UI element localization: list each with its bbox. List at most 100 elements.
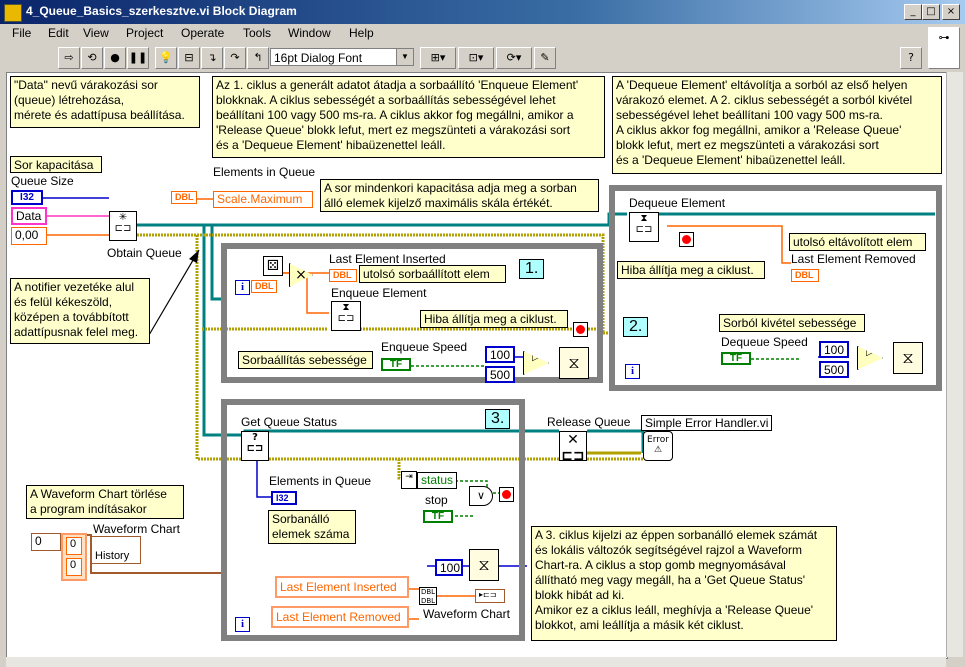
notifier-note: A notifier vezetéke alul és felül kékesz… — [10, 278, 150, 344]
dequeue-wait-ms-icon[interactable]: ⧖ — [893, 342, 923, 374]
last-inserted-indicator[interactable]: DBL — [329, 269, 357, 282]
enqueue-element-icon[interactable]: ⧗⊏⊐ — [331, 301, 361, 331]
step-into-icon[interactable]: ↴ — [201, 47, 223, 69]
last-removed-note: utolsó eltávolított elem — [789, 233, 926, 251]
last-element-inserted-label: Last Element Inserted — [329, 252, 446, 266]
dice-icon[interactable]: ⚄ — [263, 256, 283, 276]
menu-tools[interactable]: Tools — [243, 26, 272, 40]
loop1-iteration-terminal: i — [235, 280, 250, 295]
i-to-dbl-node[interactable]: DBL — [251, 280, 277, 293]
abort-icon[interactable]: ● — [104, 47, 126, 69]
simple-error-handler-label: Simple Error Handler.vi — [641, 415, 773, 431]
dequeue-speed-control[interactable]: TF — [721, 352, 751, 365]
release-queue-icon[interactable]: ✕⊏⊐ — [559, 431, 587, 464]
while-loop-3[interactable] — [221, 399, 525, 641]
distribute-objects-icon[interactable]: ⊡▾ — [458, 47, 494, 69]
loop3-description-note: A 3. ciklus kijelzi az éppen sorbanálló … — [531, 526, 837, 641]
stop-label: stop — [425, 493, 448, 507]
loop3-wait-ms-icon[interactable]: ⧖ — [469, 549, 499, 581]
stop-button-control[interactable]: TF — [423, 510, 453, 523]
last-inserted-local-variable[interactable]: Last Element Inserted — [275, 576, 409, 598]
array-element-1[interactable]: 0 — [66, 537, 82, 555]
menu-operate[interactable]: Operate — [181, 26, 225, 40]
last-removed-local-variable[interactable]: Last Element Removed — [271, 606, 409, 628]
menu-project[interactable]: Project — [126, 26, 164, 40]
dbl-conversion-node[interactable]: DBL — [171, 191, 197, 204]
dequeue-speed-note: Sorból kivétel sebessége — [719, 314, 865, 332]
close-button[interactable]: × — [942, 4, 960, 20]
vertical-scrollbar[interactable] — [946, 72, 963, 657]
loop2-description-note: A 'Dequeue Element' eltávolítja a sorból… — [612, 76, 942, 174]
while-loop-2[interactable] — [609, 185, 942, 391]
zero-dbl-constant[interactable]: 0,00 — [11, 227, 47, 245]
minimize-button[interactable]: _ — [904, 4, 922, 20]
enqueue-500-constant[interactable]: 500 — [485, 366, 515, 383]
reorder-icon[interactable]: ⟳▾ — [496, 47, 532, 69]
vi-icon[interactable]: ⊶ — [928, 27, 960, 69]
scale-maximum-property[interactable]: Scale.Maximum — [213, 191, 313, 208]
block-diagram-canvas[interactable]: "Data" nevű várakozási sor (queue) létre… — [6, 72, 948, 659]
menu-window[interactable]: Window — [288, 26, 331, 40]
toolbar: ⇨ ⟲ ● ❚❚ 💡 ⊟ ↴ ↷ ↰ 16pt Dialog Font ▼ ⊞▾… — [0, 27, 965, 71]
run-arrow-icon[interactable]: ⇨ — [58, 47, 80, 69]
loop2-iteration-terminal: i — [625, 364, 640, 379]
waveform-chart-label: Waveform Chart — [93, 522, 180, 536]
unbundle-icon[interactable]: ⇥ — [401, 471, 417, 489]
menu-view[interactable]: View — [83, 26, 109, 40]
get-queue-status-icon[interactable]: ?⊏⊐ — [241, 431, 269, 461]
queue-size-control[interactable]: I32 — [11, 190, 43, 205]
window-title: 4_Queue_Basics_szerkesztve.vi Block Diag… — [26, 4, 297, 18]
loop2-stop-terminal — [679, 232, 694, 247]
enqueue-speed-control[interactable]: TF — [381, 358, 411, 371]
array-index-constant[interactable]: 0 — [31, 533, 61, 551]
data-constant[interactable]: Data — [11, 207, 47, 225]
run-continuously-icon[interactable]: ⟲ — [81, 47, 103, 69]
pause-icon[interactable]: ❚❚ — [127, 47, 149, 69]
queued-count-note: Sorbanálló elemek száma — [268, 510, 356, 544]
dequeue-element-icon[interactable]: ⧗⊏⊐ — [629, 212, 659, 242]
history-array-constant[interactable]: 0 0 — [61, 533, 87, 581]
elements-in-queue-top-label: Elements in Queue — [213, 165, 316, 179]
obtain-queue-icon[interactable]: ✳⊏⊐ — [109, 211, 137, 241]
maximize-button[interactable]: □ — [922, 4, 940, 20]
obtain-queue-label: Obtain Queue — [107, 246, 182, 260]
release-queue-label: Release Queue — [547, 415, 631, 429]
loop3-number: 3. — [485, 409, 511, 429]
enqueue-100-constant[interactable]: 100 — [485, 346, 515, 363]
menu-edit[interactable]: Edit — [48, 26, 69, 40]
dequeue-speed-label: Dequeue Speed — [721, 335, 808, 349]
queue-size-label: Queue Size — [11, 174, 74, 188]
step-out-icon[interactable]: ↰ — [247, 47, 269, 69]
font-select[interactable]: 16pt Dialog Font ▼ — [270, 48, 414, 66]
highlight-execution-icon[interactable]: 💡 — [155, 47, 177, 69]
enqueue-speed-note: Sorbaállítás sebessége — [238, 351, 373, 369]
font-select-value: 16pt Dialog Font — [274, 51, 363, 65]
or-function-icon[interactable]: ∨ — [469, 486, 493, 506]
loop3-stop-terminal — [499, 487, 514, 502]
last-removed-indicator[interactable]: DBL — [791, 269, 819, 282]
waveform-chart-local-variable[interactable]: ▸⊏⊐ — [475, 589, 505, 603]
horizontal-scrollbar[interactable] — [6, 657, 946, 667]
menu-file[interactable]: File — [12, 26, 32, 40]
error-icon-text: Error — [647, 435, 669, 445]
step-over-icon[interactable]: ↷ — [224, 47, 246, 69]
retain-wire-values-icon[interactable]: ⊟ — [178, 47, 200, 69]
enqueue-wait-ms-icon[interactable]: ⧖ — [559, 347, 589, 379]
align-objects-icon[interactable]: ⊞▾ — [420, 47, 456, 69]
get-queue-status-label: Get Queue Status — [241, 415, 338, 429]
data-queue-note: "Data" nevű várakozási sor (queue) létre… — [10, 76, 200, 128]
loop3-100-constant[interactable]: 100 — [435, 559, 463, 576]
array-element-2[interactable]: 0 — [66, 558, 82, 576]
while-loop-1[interactable] — [221, 243, 603, 383]
status-unbundle[interactable]: status — [417, 472, 457, 489]
context-help-button[interactable]: ? — [900, 47, 922, 69]
simple-error-handler-icon[interactable]: Error⚠ — [643, 431, 673, 461]
menu-help[interactable]: Help — [349, 26, 374, 40]
clean-up-diagram-icon[interactable]: ✎ — [534, 47, 556, 69]
dequeue-500-constant[interactable]: 500 — [819, 361, 849, 378]
waveform-history-property[interactable]: History — [91, 536, 141, 564]
dequeue-100-constant[interactable]: 100 — [819, 341, 849, 358]
dequeue-element-label: Dequeue Element — [629, 196, 726, 210]
elements-in-queue-indicator[interactable]: I32 — [271, 491, 297, 505]
